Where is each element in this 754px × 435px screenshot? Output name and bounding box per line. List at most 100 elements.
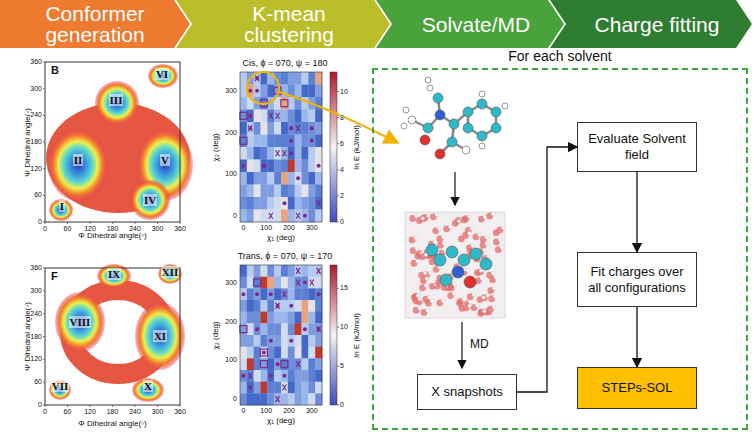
heat-cell: [274, 210, 281, 223]
chevron-fill: [176, 0, 390, 48]
cluster-marker: [289, 339, 293, 343]
heat-cell: [302, 382, 309, 394]
heat-cell: [281, 147, 288, 160]
heat-cell: [288, 97, 295, 110]
tick-mark: [337, 327, 339, 328]
heat-cell: [315, 393, 322, 405]
heat-cell: [308, 72, 315, 85]
heat-cell: [281, 197, 288, 210]
heat-cell: [288, 265, 295, 277]
solvent-hydrogen: [491, 271, 495, 275]
colorbar-tick: 15: [340, 284, 348, 292]
colorbar-tick: 10: [340, 88, 348, 96]
tick-label: 240: [30, 111, 42, 119]
heat-cell: [315, 358, 322, 370]
tick-label: 240: [30, 310, 42, 318]
solvent-hydrogen: [485, 236, 489, 240]
process-box: Fit charges over all configurations: [577, 252, 697, 307]
cluster-marker: [282, 374, 286, 378]
heat-cell: [295, 393, 302, 405]
heat-cell: [302, 160, 309, 173]
heat-cell: [240, 312, 247, 324]
heat-cell: [295, 160, 302, 173]
heat-cell: [240, 370, 247, 382]
heat-cell: [247, 160, 254, 173]
highlight-circle: [247, 72, 279, 104]
heat-cell: [254, 185, 261, 198]
cluster-marker: [248, 373, 252, 379]
heat-cell: [308, 393, 315, 405]
energy-well: [49, 380, 71, 400]
step-label: MD: [470, 338, 489, 351]
heat-cell: [288, 72, 295, 85]
heat-cell: [274, 370, 281, 382]
heat-cell: [295, 347, 302, 359]
tick-mark: [43, 382, 45, 383]
tick-mark: [337, 143, 339, 144]
cluster-marker: [269, 292, 273, 296]
heat-cell: [302, 288, 309, 300]
heat-cell: [267, 147, 274, 160]
heat-cell: [261, 160, 268, 173]
cluster-marker: [260, 349, 267, 356]
heat-cell: [302, 135, 309, 148]
heat-cell: [288, 122, 295, 135]
tick-label: 0: [43, 408, 47, 416]
heat-cell: [281, 172, 288, 185]
heat-cell: [274, 135, 281, 148]
cluster-marker: [248, 386, 252, 390]
cluster-marker: [269, 113, 273, 119]
tick-label: 300: [225, 87, 237, 95]
plot-frame: [45, 62, 180, 222]
heat-cell: [295, 85, 302, 98]
heat-cell: [267, 160, 274, 173]
cluster-marker: [317, 200, 321, 206]
solvent-loop: For each solventX snapshotsEvaluate Solv…: [372, 68, 748, 430]
heat-cell: [295, 370, 302, 382]
heat-cell: [308, 122, 315, 135]
tick-label: 180: [30, 138, 42, 146]
group-heading: For each solvent: [374, 48, 746, 64]
heat-cell: [302, 210, 309, 223]
tick-mark: [43, 142, 45, 143]
tick-mark: [112, 405, 113, 407]
heat-cell: [267, 277, 274, 289]
heat-cell: [295, 135, 302, 148]
cluster-marker: [289, 126, 293, 130]
heat-cell: [302, 335, 309, 347]
tick-label: 300: [225, 279, 237, 287]
solvent-hydrogen: [457, 219, 461, 223]
heat-cell: [247, 277, 254, 289]
solvent-hydrogen: [448, 225, 452, 229]
heat-cell: [315, 85, 322, 98]
heat-cell: [261, 172, 268, 185]
solvent-hydrogen: [424, 284, 428, 288]
tick-label: 360: [174, 225, 186, 233]
heat-cell: [288, 197, 295, 210]
heat-cell: [315, 370, 322, 382]
heat-cell: [240, 147, 247, 160]
heat-cell: [247, 172, 254, 185]
heat-cell: [302, 312, 309, 324]
heat-cell: [267, 85, 274, 98]
heat-cell: [281, 72, 288, 85]
tick-label: 200: [283, 224, 295, 232]
heat-cell: [247, 300, 254, 312]
tick-mark: [45, 222, 46, 224]
tick-label: 300: [306, 407, 318, 415]
cluster-marker: [289, 304, 293, 308]
heat-cell: [315, 335, 322, 347]
heat-cell: [261, 135, 268, 148]
cluster-marker: [269, 374, 273, 378]
heat-cell: [254, 358, 261, 370]
heat-cell: [274, 335, 281, 347]
heat-cell: [254, 288, 261, 300]
heat-cell: [267, 122, 274, 135]
heat-cell: [281, 382, 288, 394]
heat-cell: [295, 72, 302, 85]
tick-mark: [43, 88, 45, 89]
colorbar-tick: 5: [340, 362, 344, 370]
tick-mark: [180, 222, 181, 224]
heat-cell: [315, 300, 322, 312]
tick-mark: [337, 169, 339, 170]
